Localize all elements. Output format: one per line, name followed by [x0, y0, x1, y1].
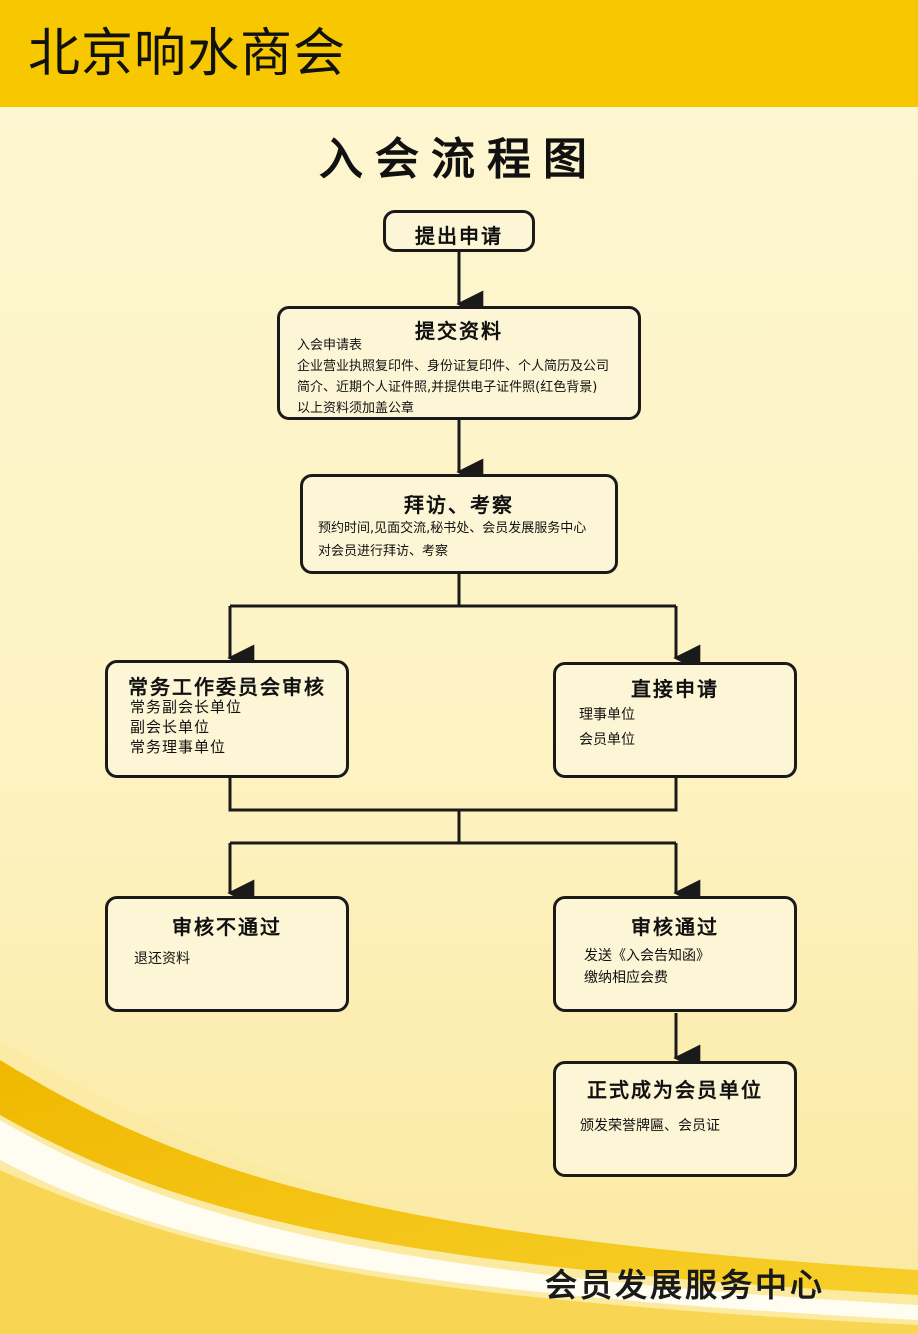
node-review-rejected: 审核不通过 退还资料	[105, 896, 349, 1012]
node-become-member: 正式成为会员单位 颁发荣誉牌匾、会员证	[553, 1061, 797, 1177]
node-rejected-lines: 退还资料	[134, 947, 190, 972]
node-approved-lines: 发送《入会告知函》 缴纳相应会费	[584, 945, 710, 989]
node-submit-line: 简介、近期个人证件照,并提供电子证件照(红色背景)	[297, 380, 598, 395]
decorative-wave	[0, 1040, 918, 1334]
node-committee-line: 常务副会长单位	[130, 698, 243, 716]
header-bar: 北京响水商会	[0, 0, 918, 107]
node-member-title: 正式成为会员单位	[587, 1078, 763, 1102]
node-direct-lines: 理事单位 会员单位	[579, 703, 635, 753]
node-rejected-line: 退还资料	[134, 951, 190, 967]
node-committee-line: 副会长单位	[130, 718, 211, 736]
node-visit-lines: 预约时间,见面交流,秘书处、会员发展服务中心 对会员进行拜访、考察	[318, 517, 586, 563]
node-apply-title: 提出申请	[415, 224, 503, 248]
node-submit-title: 提交资料	[415, 319, 503, 343]
node-visit-line: 预约时间,见面交流,秘书处、会员发展服务中心	[318, 521, 587, 536]
node-review-approved: 审核通过 发送《入会告知函》 缴纳相应会费	[553, 896, 797, 1012]
node-submit-lines: 入会申请表 企业营业执照复印件、身份证复印件、个人简历及公司 简介、近期个人证件…	[297, 335, 609, 419]
node-submit-line: 以上资料须加盖公章	[297, 401, 415, 416]
node-direct-title: 直接申请	[631, 677, 719, 701]
node-approved-line: 发送《入会告知函》	[584, 948, 710, 964]
node-committee-review: 常务工作委员会审核 常务副会长单位 副会长单位 常务理事单位	[105, 660, 349, 778]
page-title: 入会流程图	[319, 134, 599, 185]
node-visit-line: 对会员进行拜访、考察	[318, 544, 449, 559]
node-visit: 拜访、考察 预约时间,见面交流,秘书处、会员发展服务中心 对会员进行拜访、考察	[300, 474, 618, 574]
node-approved-line: 缴纳相应会费	[584, 970, 668, 986]
node-visit-title: 拜访、考察	[404, 493, 514, 517]
node-submit-materials: 提交资料 入会申请表 企业营业执照复印件、身份证复印件、个人简历及公司 简介、近…	[277, 306, 641, 420]
node-direct-line: 会员单位	[579, 732, 635, 748]
node-direct-apply: 直接申请 理事单位 会员单位	[553, 662, 797, 778]
node-member-line: 颁发荣誉牌匾、会员证	[580, 1118, 720, 1134]
footer-org-name: 会员发展服务中心	[545, 1266, 826, 1304]
node-submit-line: 入会申请表	[297, 338, 363, 353]
node-member-lines: 颁发荣誉牌匾、会员证	[580, 1114, 720, 1139]
node-direct-line: 理事单位	[579, 707, 635, 723]
node-committee-lines: 常务副会长单位 副会长单位 常务理事单位	[130, 697, 242, 757]
node-rejected-title: 审核不通过	[172, 915, 282, 939]
line-merge	[228, 778, 678, 812]
node-apply: 提出申请	[383, 210, 535, 252]
node-committee-title: 常务工作委员会审核	[128, 675, 326, 699]
header-title: 北京响水商会	[28, 24, 347, 84]
node-submit-line: 企业营业执照复印件、身份证复印件、个人简历及公司	[297, 359, 610, 374]
node-committee-line: 常务理事单位	[130, 738, 227, 756]
node-approved-title: 审核通过	[631, 915, 719, 939]
